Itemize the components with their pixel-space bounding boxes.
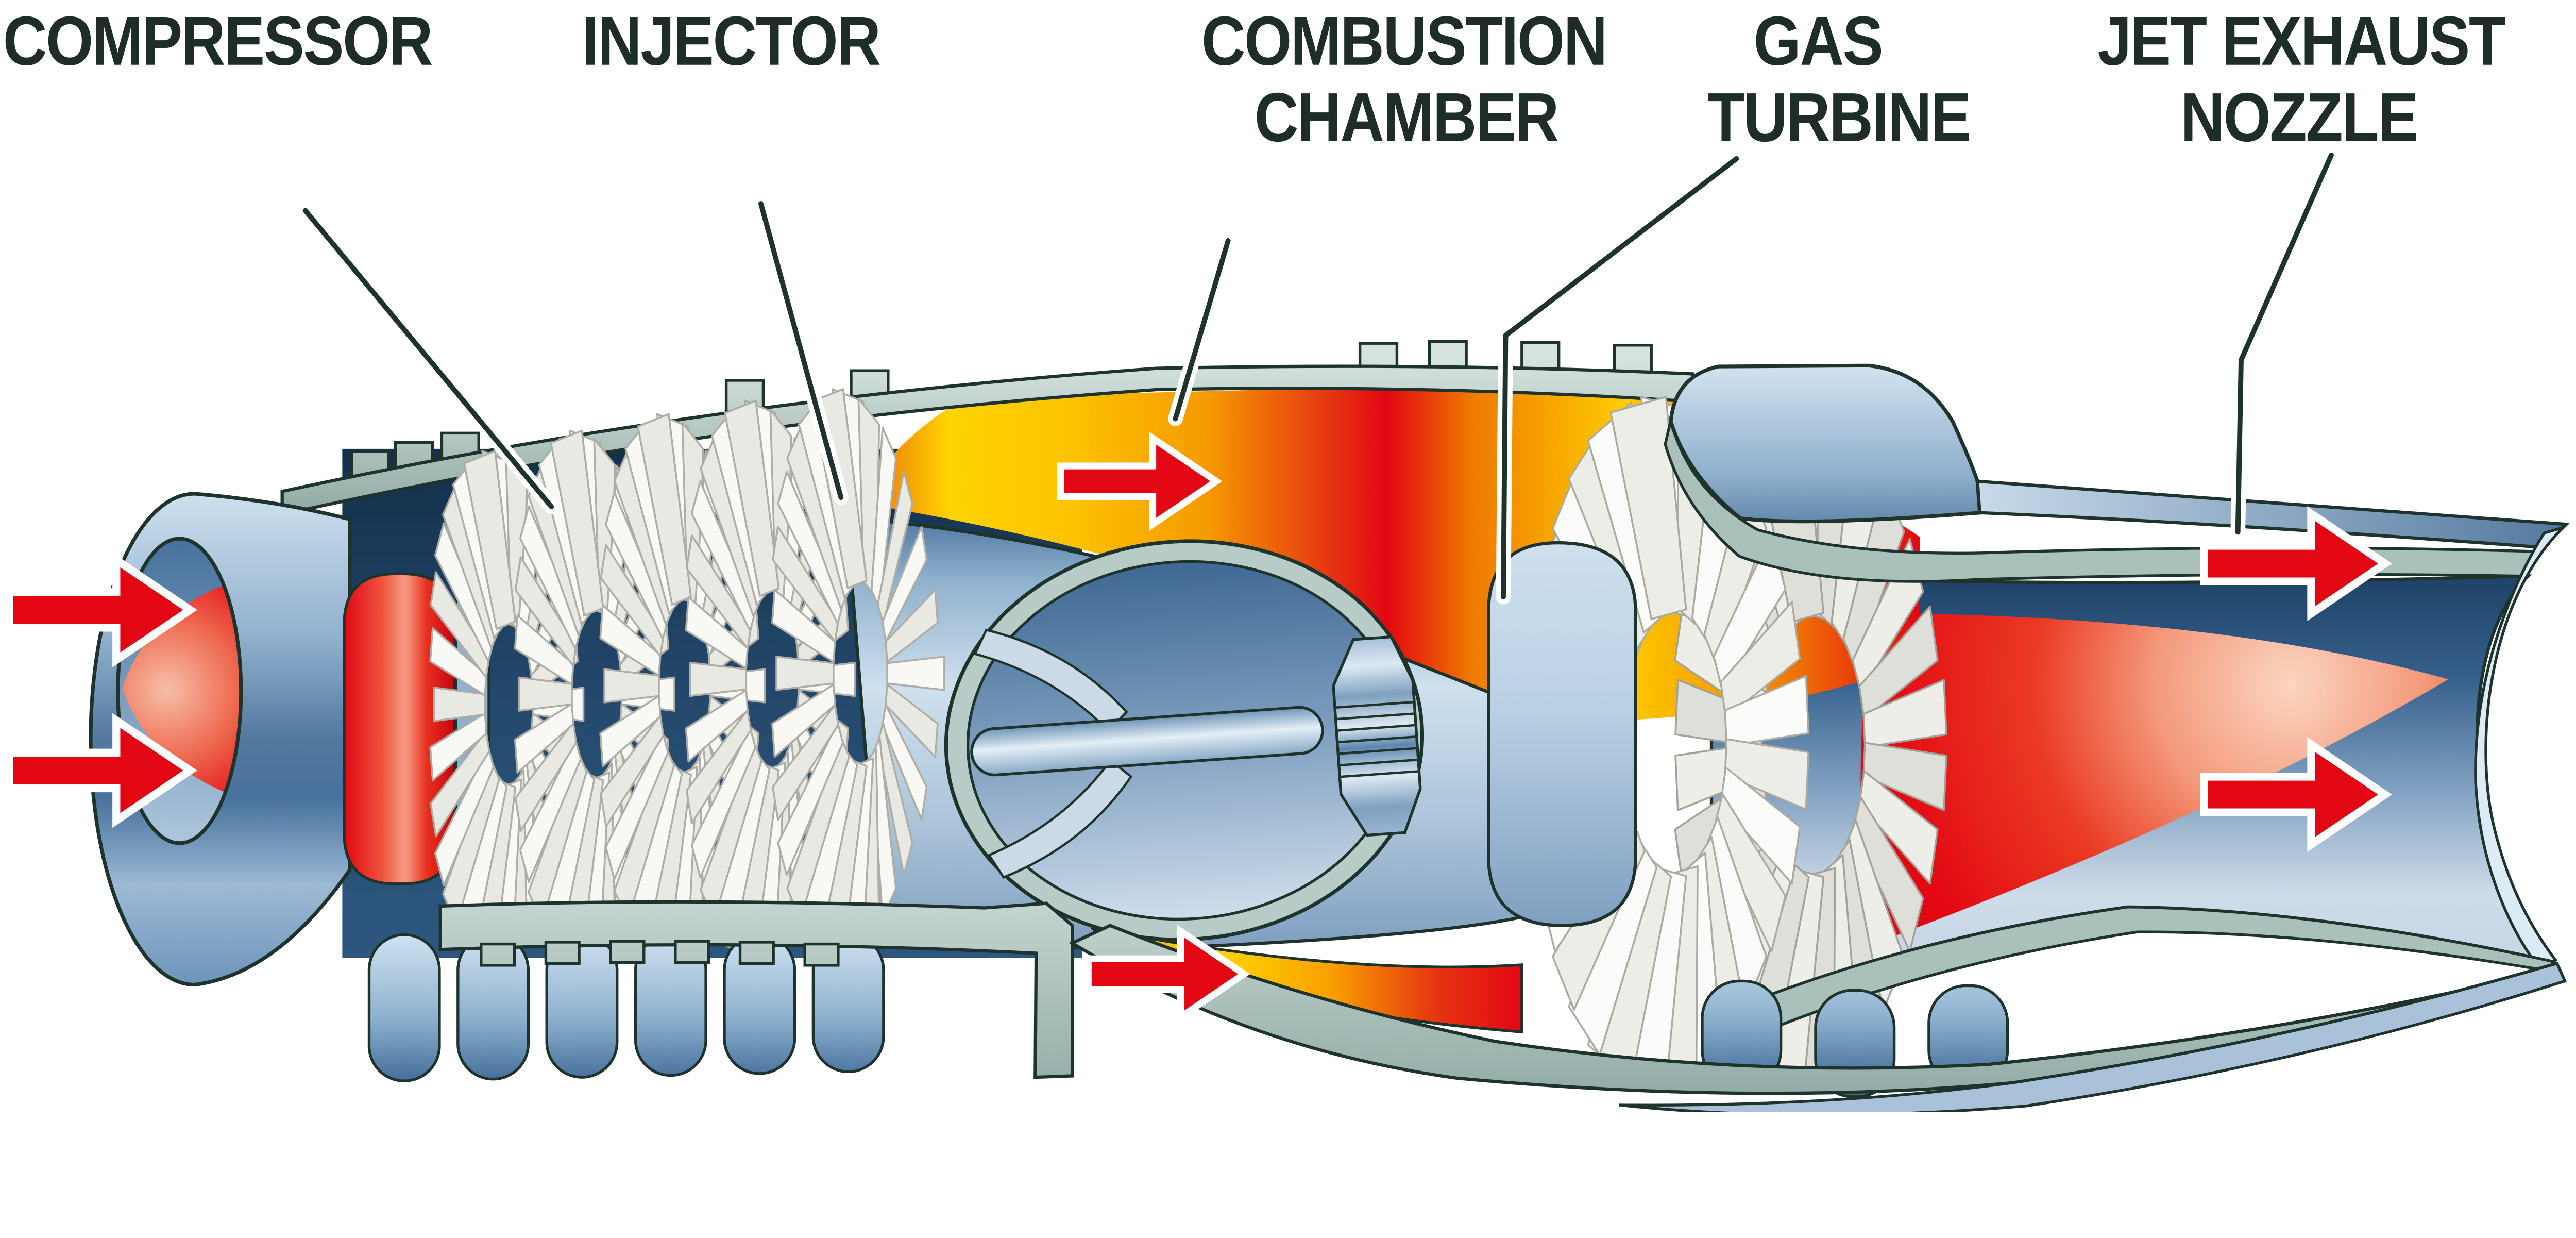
casing-rear-top-band bbox=[1975, 479, 2570, 549]
leader-line-gas-turbine bbox=[1496, 151, 1744, 605]
compressor-hub-drum bbox=[343, 572, 456, 885]
intake-lip bbox=[116, 537, 243, 845]
label-combustion-chamber: COMBUSTION CHAMBER bbox=[1201, 2, 1607, 156]
port-strut-lower bbox=[987, 759, 1133, 879]
jet-engine-diagram-page: COMPRESSOR INJECTOR COMBUSTION CHAMBER G… bbox=[3, 2, 2570, 1112]
casing-rear-hump bbox=[1669, 363, 1982, 524]
leader-line-compressor bbox=[298, 203, 559, 514]
leader-line-injector bbox=[753, 196, 849, 505]
leader-lines bbox=[298, 147, 2339, 605]
label-jet-exhaust-line1: JET EXHAUST bbox=[2097, 2, 2505, 80]
label-compressor-text: COMPRESSOR bbox=[3, 2, 432, 80]
casing-bottom-notches bbox=[480, 940, 840, 967]
label-injector-text: INJECTOR bbox=[582, 2, 880, 80]
label-gas-turbine-line1: GAS bbox=[1754, 2, 1883, 80]
turbine-hub bbox=[1487, 541, 1637, 927]
coupling-ribs bbox=[1336, 701, 1418, 778]
label-jet-exhaust-nozzle: JET EXHAUST NOZZLE bbox=[2097, 2, 2507, 156]
label-combustion-line1: COMBUSTION bbox=[1201, 2, 1606, 80]
label-gas-turbine-line2: TURBINE bbox=[1707, 78, 1970, 156]
drive-shaft bbox=[970, 706, 1324, 777]
leader-line-jet-exhaust-nozzle bbox=[2230, 147, 2339, 540]
exhaust-plume bbox=[1860, 613, 2449, 944]
shaft-coupling bbox=[1332, 635, 1422, 837]
leader-line-combustion-chamber bbox=[1168, 233, 1236, 426]
label-combustion-line2: CHAMBER bbox=[1255, 78, 1558, 156]
jet-engine-diagram: COMPRESSOR INJECTOR COMBUSTION CHAMBER G… bbox=[3, 2, 2570, 1112]
shaft-access-port bbox=[944, 539, 1425, 942]
intake-nose-cone bbox=[122, 575, 241, 808]
casing-rear-bottom-skin bbox=[1619, 962, 2567, 1112]
label-gas-turbine: GAS TURBINE bbox=[1707, 2, 1971, 156]
label-injector: INJECTOR bbox=[582, 2, 881, 80]
label-compressor: COMPRESSOR bbox=[3, 2, 433, 80]
label-jet-exhaust-line2: NOZZLE bbox=[2180, 78, 2417, 156]
